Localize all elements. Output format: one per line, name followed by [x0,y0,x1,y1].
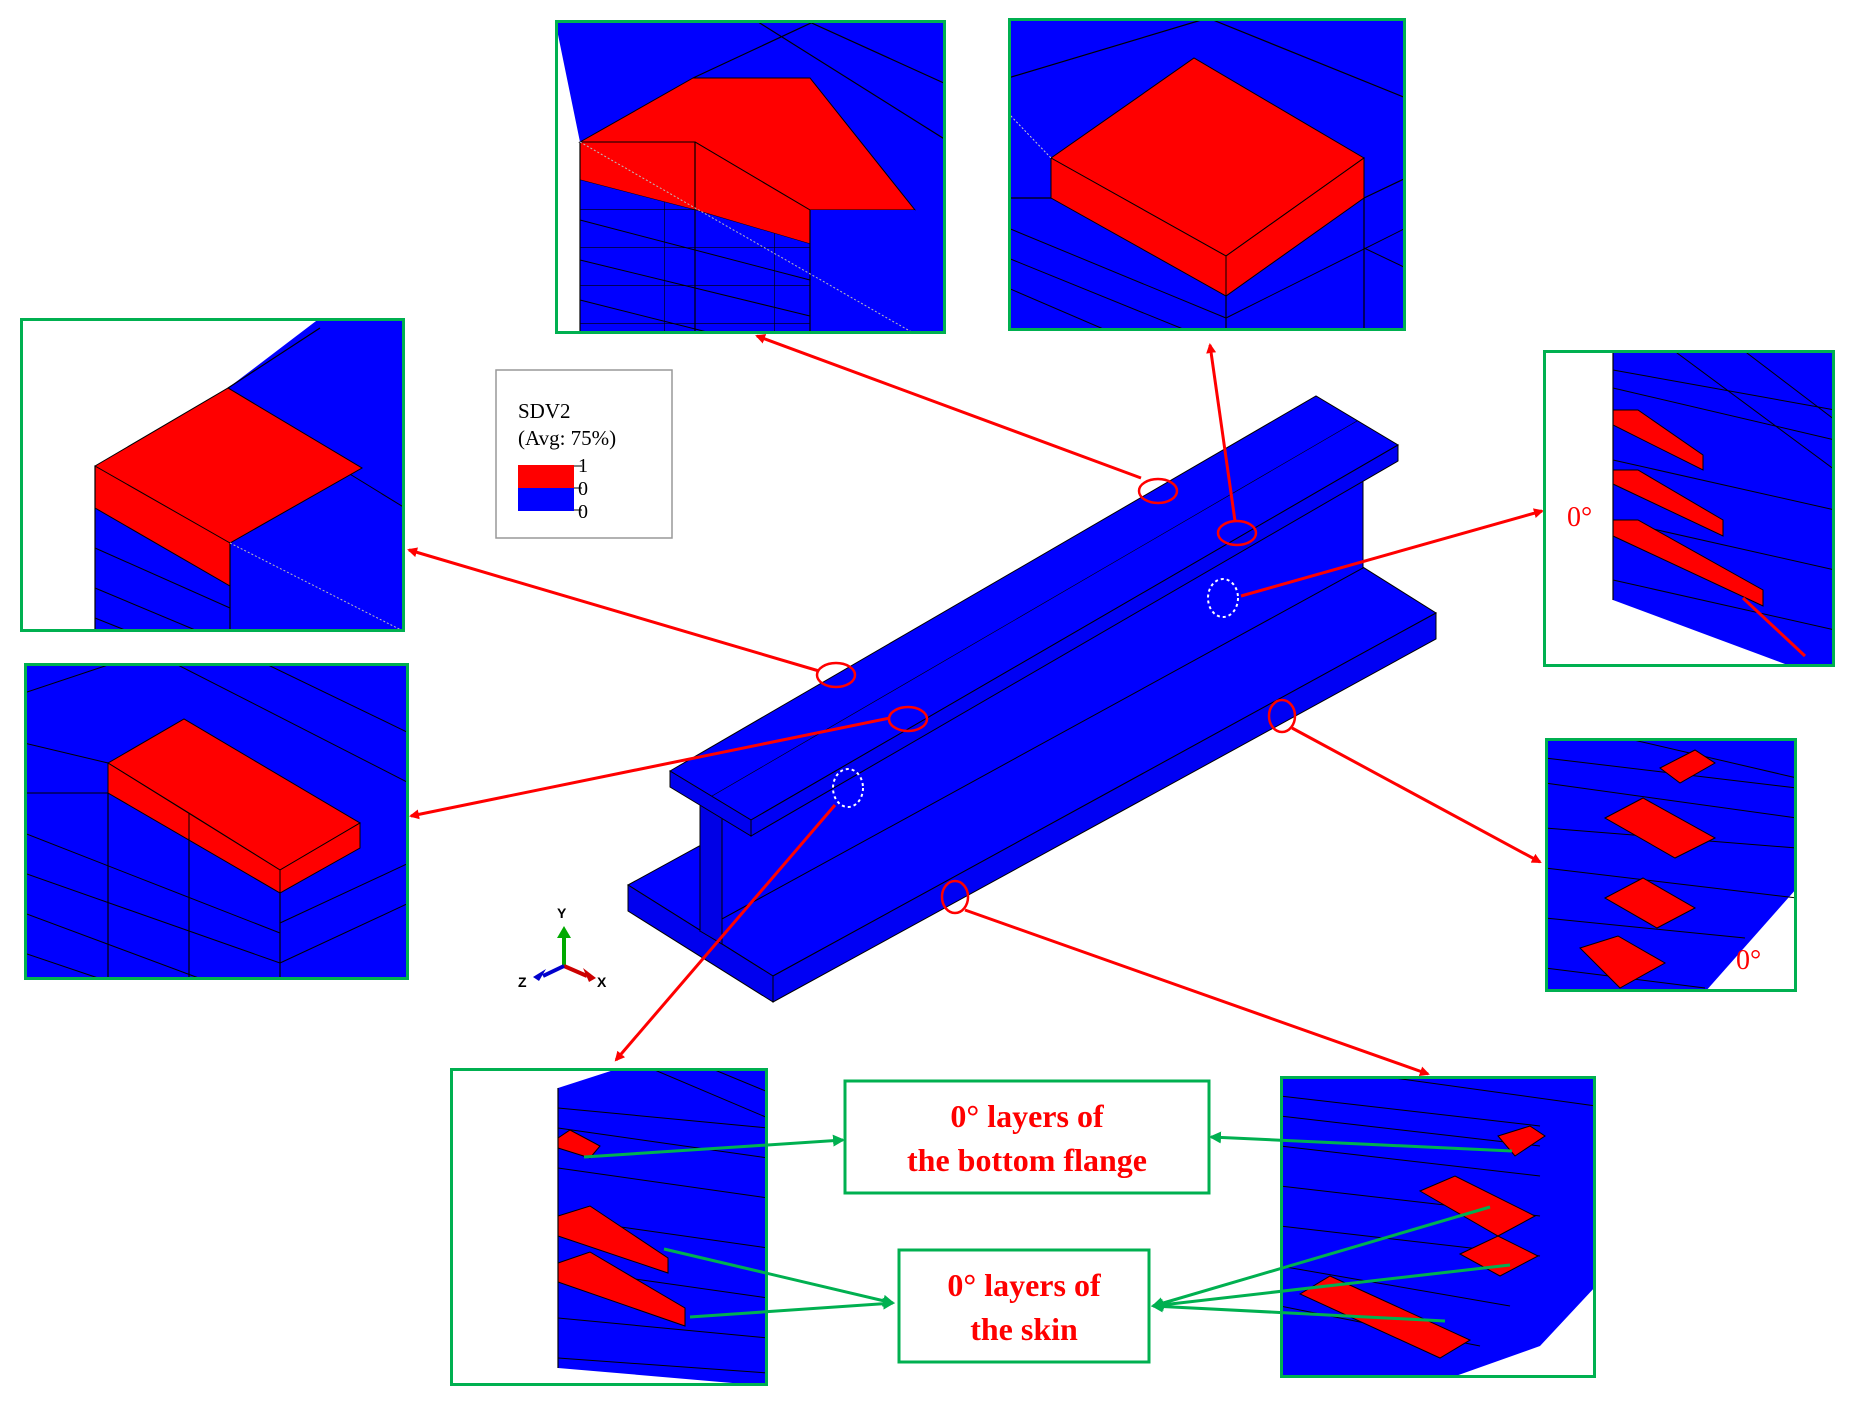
marker-ellipse-dashed [832,768,864,808]
inset-flange-corner-left [20,318,405,632]
callout-line: 0° layers of [950,1098,1104,1134]
inset-bottom-flange-right [1280,1076,1596,1378]
legend-swatch-red [518,465,574,488]
marker-ellipse [940,879,970,915]
axis-x-label: X [597,974,607,990]
red-callout-arrows [407,334,1544,1077]
marker-ellipse [1267,698,1297,734]
damaged-element [279,822,361,894]
callout-line: the bottom flange [907,1142,1147,1178]
marker-ellipse [1137,477,1179,505]
axis-z-label: Z [518,974,527,990]
inset-bottom-flange-left [450,1068,768,1386]
callout-bottom-flange: 0° layers of the bottom flange [843,1079,1211,1195]
callout-line: 0° layers of [947,1267,1101,1303]
damaged-element [1579,935,1667,989]
inset-top-flange-edge-right [1008,18,1406,331]
legend-title: SDV2 [518,399,571,423]
inset-web-layers-right-lower: 0° [1545,738,1797,992]
marker-ellipse [815,661,857,689]
callout-line: the skin [970,1311,1078,1347]
top-flange-side [750,444,1399,837]
damaged-element [1497,1125,1546,1157]
damaged-element [1603,877,1697,929]
i-beam-model [627,395,1437,1003]
legend-swatch-blue [518,488,574,511]
angle-label: 0° [1567,502,1592,533]
legend: SDV2 (Avg: 75%) 1 0 0 [495,369,673,539]
marker-ellipse [1216,519,1258,547]
inset-top-flange-edge-left [555,20,946,334]
marker-ellipse-dashed [1207,578,1239,618]
axes-triad: Y Z X [518,905,607,990]
inset-web-layers-right-upper: 0° [1543,350,1835,667]
legend-subtitle: (Avg: 75%) [518,426,616,450]
callout-skin: 0° layers of the skin [897,1248,1151,1364]
legend-label: 1 [578,455,588,477]
legend-label: 0 [578,478,588,500]
axis-y-label: Y [557,905,567,921]
green-callout-arrows [583,1131,1513,1323]
inset-web-flange-left [24,663,409,980]
damaged-element [1603,797,1717,859]
angle-label: 0° [1736,945,1761,976]
damaged-element [1418,1175,1537,1237]
legend-label: 0 [578,501,588,523]
damaged-element [1659,749,1716,784]
